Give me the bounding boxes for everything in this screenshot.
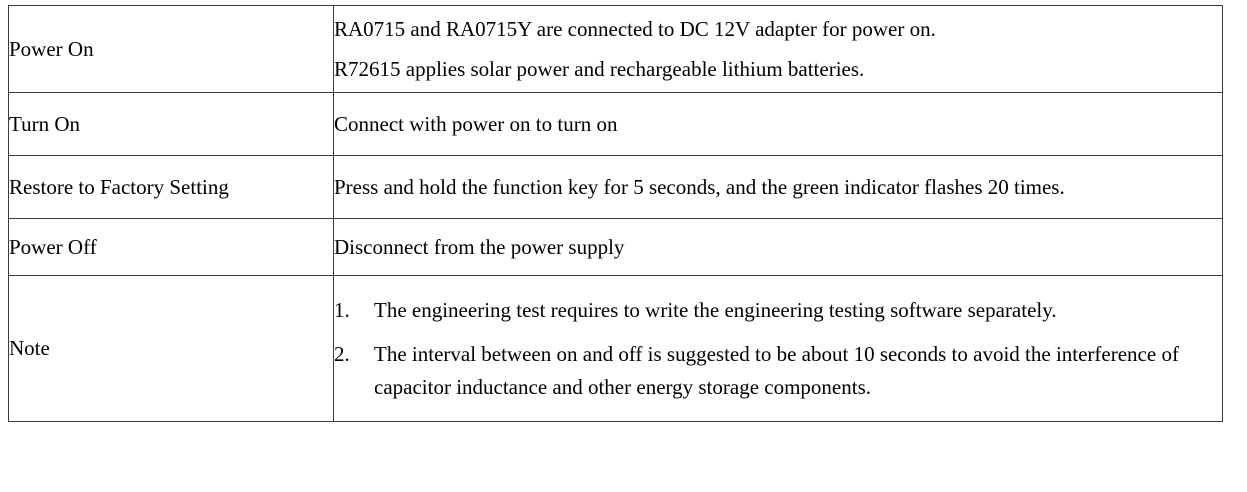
row-description-note: 1. The engineering test requires to writ…	[333, 275, 1223, 422]
list-item-marker: 1.	[334, 297, 350, 322]
row-description-turn-on: Connect with power on to turn on	[333, 92, 1223, 156]
table-row: Note 1. The engineering test requires to…	[8, 275, 1223, 422]
list-item-text: The interval between on and off is sugge…	[374, 342, 1179, 399]
row-label-power-off: Power Off	[8, 218, 334, 276]
list-item-marker: 2.	[334, 342, 350, 367]
operation-spec-table: Power On RA0715 and RA0715Y are connecte…	[8, 5, 1223, 422]
row-label-turn-on: Turn On	[8, 92, 334, 156]
paragraph: R72615 applies solar power and rechargea…	[334, 57, 865, 81]
list-item: 2. The interval between on and off is su…	[334, 332, 1222, 409]
list-item: 1. The engineering test requires to writ…	[334, 288, 1222, 333]
paragraph: Disconnect from the power supply	[334, 234, 625, 259]
paragraph: RA0715 and RA0715Y are connected to DC 1…	[334, 16, 936, 41]
table-row: Restore to Factory Setting Press and hol…	[8, 155, 1223, 219]
row-label-restore-to-factory-setting: Restore to Factory Setting	[8, 155, 334, 219]
table-row: Power On RA0715 and RA0715Y are connecte…	[8, 5, 1223, 93]
list-item-text: The engineering test requires to write t…	[374, 297, 1057, 322]
paragraph: Press and hold the function key for 5 se…	[334, 174, 1065, 199]
paragraph: Connect with power on to turn on	[334, 111, 618, 136]
row-label-power-on: Power On	[8, 5, 334, 93]
row-description-power-on: RA0715 and RA0715Y are connected to DC 1…	[333, 5, 1223, 93]
table-row: Turn On Connect with power on to turn on	[8, 92, 1223, 156]
table-row: Power Off Disconnect from the power supp…	[8, 218, 1223, 276]
row-description-power-off: Disconnect from the power supply	[333, 218, 1223, 276]
row-description-restore-to-factory-setting: Press and hold the function key for 5 se…	[333, 155, 1223, 219]
note-list: 1. The engineering test requires to writ…	[334, 288, 1222, 410]
row-label-note: Note	[8, 275, 334, 422]
